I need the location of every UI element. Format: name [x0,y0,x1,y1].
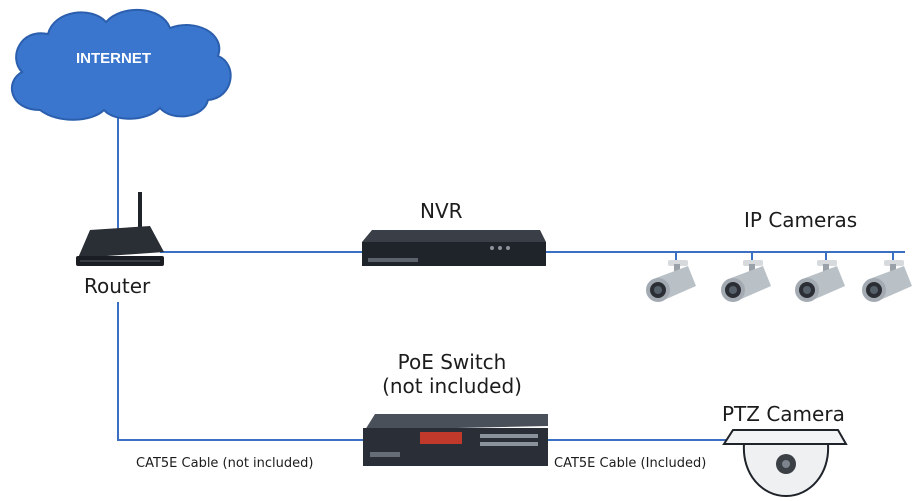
router-switch-cable [117,302,363,441]
ip-camera-icon [795,260,845,302]
nvr-icon [362,230,546,266]
poe-switch-label-line1: PoE Switch [397,350,507,374]
cable-router-switch-label: CAT5E Cable (not included) [136,456,314,471]
ptz-camera-icon [722,429,848,498]
poe-switch-label-line2: (not included) [382,374,522,398]
cable-switch-ptz-label: CAT5E Cable (Included) [554,456,707,471]
router-icon [76,192,164,266]
router-label: Router [84,274,151,298]
poe-switch-icon [363,414,548,466]
ip-camera-icon [646,260,696,302]
ip-camera-icon [862,260,912,302]
ptz-camera-label: PTZ Camera [722,402,845,426]
ip-camera-icon [721,260,771,302]
connections [117,108,905,441]
poe-switch-label: PoE Switch (not included) [362,350,542,398]
ip-cameras-label: IP Cameras [744,208,858,232]
internet-label: INTERNET [76,50,151,67]
nvr-label: NVR [420,199,463,223]
cloud-icon [11,8,232,121]
